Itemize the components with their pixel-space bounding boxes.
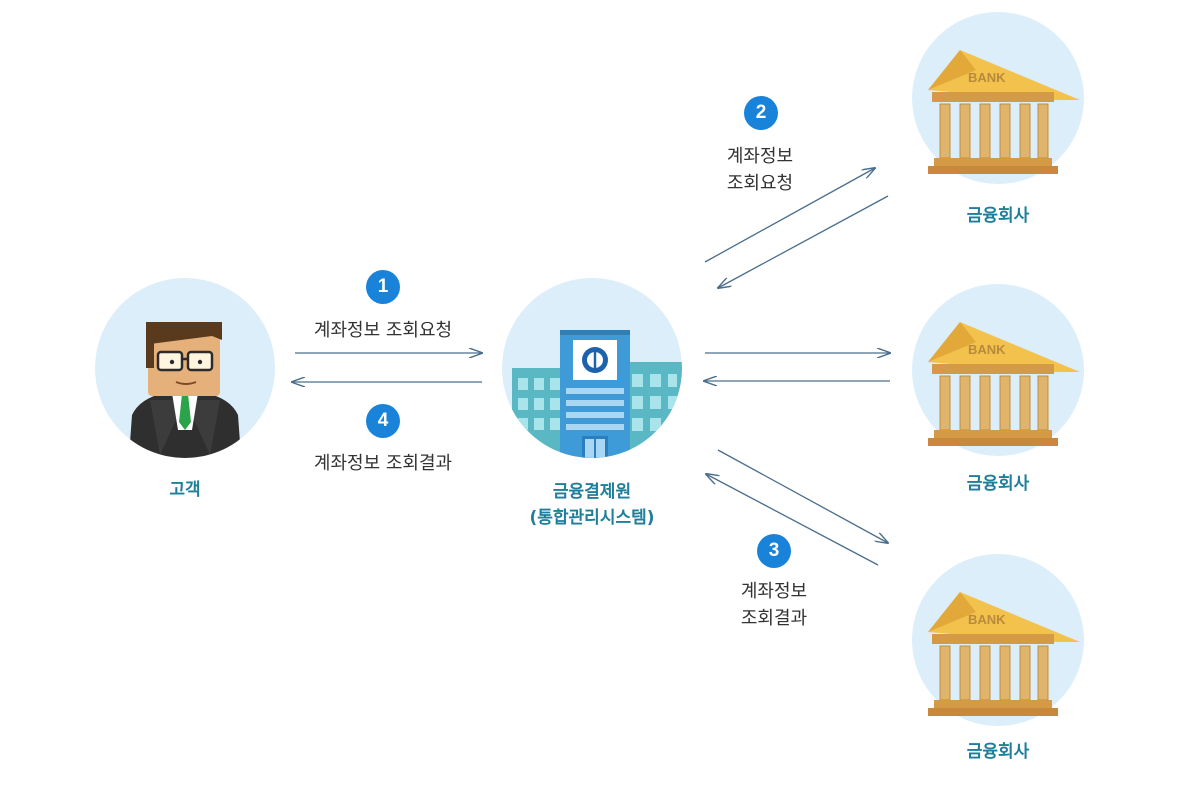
step-4-label: 계좌정보 조회결과 [313,453,453,474]
step-3-label-line2: 조회결과 [740,608,808,629]
bank-middle-label: 금융회사 [966,474,1030,494]
customer-label: 고객 [169,480,201,500]
center-node [502,278,682,458]
step-1-badge: 1 [366,270,400,304]
step-3-label-line1: 계좌정보 [740,581,808,602]
bank-top-node: BANK [912,12,1084,184]
bank-bottom-icon: BANK [928,592,1080,716]
step-2-label-line1: 계좌정보 [726,146,794,167]
arrow-center-to-bank-bottom [717,449,888,543]
arrow-center-to-bank-top [704,168,875,263]
center-label-line2: (통합관리시스템) [529,508,655,528]
customer-avatar-icon [128,322,242,458]
bank-top-icon: BANK [928,50,1080,174]
bank-bottom-sign: BANK [968,612,1006,627]
bank-top-sign: BANK [968,70,1006,85]
bank-bottom-node: BANK [912,554,1084,726]
step-2-badge: 2 [744,96,778,130]
step-4-badge: 4 [366,404,400,438]
step-1-label: 계좌정보 조회요청 [313,320,453,341]
arrow-bank-top-to-center [718,195,889,288]
step-3-badge: 3 [757,534,791,568]
center-label-line1: 금융결제원 [552,482,632,502]
step-2-label-line2: 조회요청 [726,173,794,194]
bank-top-label: 금융회사 [966,206,1030,226]
bank-bottom-label: 금융회사 [966,742,1030,762]
bank-middle-icon: BANK [928,322,1080,446]
bank-middle-sign: BANK [968,342,1006,357]
bank-middle-node: BANK [912,284,1084,456]
customer-node [95,278,275,458]
arrow-bank-bottom-to-center [706,474,879,566]
